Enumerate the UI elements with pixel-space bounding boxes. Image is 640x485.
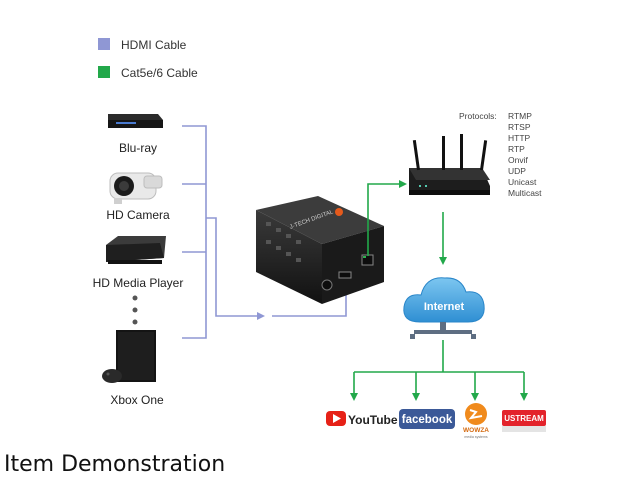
source-label-bluray: Blu-ray (119, 141, 157, 155)
protocols-title: Protocols: (459, 111, 497, 121)
protocol-item: RTP (508, 144, 525, 154)
legend-cat-swatch (98, 66, 110, 78)
wowza-logo: WOWZA media systems (463, 403, 489, 439)
facebook-logo: facebook (399, 409, 455, 429)
xbox-console-icon (102, 330, 156, 383)
wowza-logo-subtext: media systems (464, 435, 488, 439)
encoder-device-icon (256, 196, 384, 304)
legend-hdmi-label: HDMI Cable (121, 38, 187, 52)
cat-cable-distribution (350, 340, 528, 401)
youtube-logo: YouTube (326, 411, 398, 427)
protocol-item: Onvif (508, 155, 528, 165)
wowza-logo-text: WOWZA (463, 427, 489, 434)
item-demonstration-caption: Item Demonstration (4, 452, 226, 477)
legend-cat-label: Cat5e/6 Cable (121, 66, 198, 80)
protocol-item: RTMP (508, 111, 532, 121)
protocol-item: RTSP (508, 122, 531, 132)
source-label-media-player: HD Media Player (93, 276, 184, 290)
protocol-item: HTTP (508, 133, 531, 143)
cat-cable-encoder-router (367, 180, 407, 256)
internet-cloud-icon (403, 277, 485, 339)
legend: HDMI Cable Cat5e/6 Cable (98, 38, 198, 80)
internet-label: Internet (424, 301, 465, 313)
facebook-logo-text: facebook (402, 414, 453, 426)
ustream-logo: USTREAM (502, 410, 546, 432)
protocol-item: UDP (508, 166, 526, 176)
ustream-logo-text: USTREAM (504, 414, 544, 423)
protocol-item: Multicast (508, 188, 542, 198)
youtube-logo-text: YouTube (348, 413, 398, 427)
bluray-player-icon (108, 114, 163, 128)
source-label-camera: HD Camera (106, 208, 170, 222)
legend-hdmi-swatch (98, 38, 110, 50)
camera-icon (109, 172, 163, 204)
protocol-item: Unicast (508, 177, 537, 187)
protocol-list: Protocols: RTMP RTSP HTTP RTP Onvif UDP … (459, 111, 542, 198)
router-icon (409, 134, 490, 195)
more-sources-dots (132, 295, 138, 325)
media-player-icon (106, 236, 166, 264)
source-label-xbox: Xbox One (110, 393, 164, 407)
